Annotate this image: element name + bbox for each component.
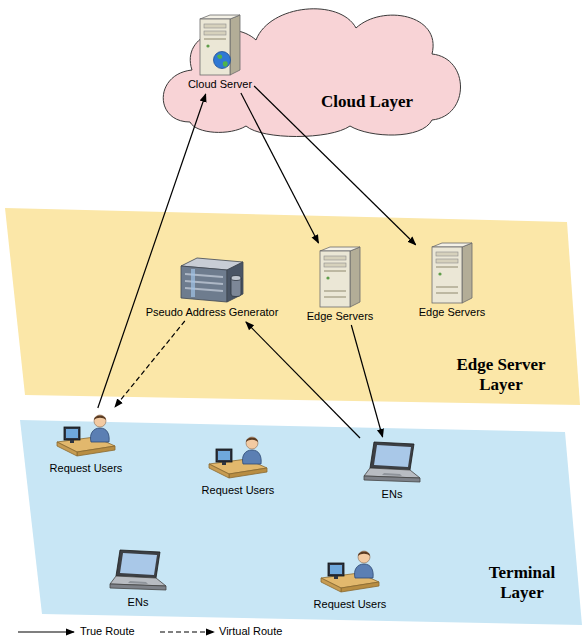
- edge-server-icon: [430, 242, 474, 304]
- layer-label: Cloud Layer: [312, 92, 422, 112]
- edge-node-icon: [362, 440, 422, 486]
- node-label: ENs: [128, 596, 149, 609]
- user-desk-icon: [55, 410, 117, 460]
- node-label: Request Users: [202, 484, 275, 497]
- request-user: Request Users: [202, 432, 275, 497]
- legend-dashed-arrow: [160, 631, 214, 632]
- edge-node: ENs: [362, 440, 422, 501]
- node-label: Request Users: [50, 462, 123, 475]
- edge-server-icon: [318, 246, 362, 308]
- cloud-server-icon: [198, 14, 242, 76]
- laptop-icon: [108, 548, 168, 594]
- edge-server-icon: [430, 242, 474, 304]
- node-label: Cloud Server: [188, 78, 252, 91]
- cloud-layer-shape: [150, 0, 470, 140]
- layer-label: Terminal Layer: [470, 563, 574, 603]
- laptop-icon: [362, 440, 422, 486]
- layer-label: Edge Server Layer: [440, 355, 562, 395]
- node-label: Request Users: [314, 598, 387, 611]
- rack-server-icon: [177, 256, 247, 304]
- node-label: Pseudo Address Generator: [146, 306, 279, 319]
- pseudo-address-generator: Pseudo Address Generator: [146, 256, 279, 319]
- cloud-layer: Cloud Layer Cloud Server: [150, 0, 470, 140]
- edge-node-icon: [108, 548, 168, 594]
- edge-server: Edge Servers: [419, 242, 486, 319]
- request-user: Request Users: [50, 410, 123, 475]
- request-user-icon: [319, 546, 381, 596]
- node-label: Edge Servers: [307, 310, 374, 323]
- request-user-icon: [55, 410, 117, 460]
- edge-server-icon: [318, 246, 362, 308]
- request-user-icon: [207, 432, 269, 482]
- edge-server: Edge Servers: [307, 246, 374, 323]
- user-desk-icon: [319, 546, 381, 596]
- edge-node: ENs: [108, 548, 168, 609]
- cloud-server-icon: [198, 14, 242, 76]
- legend-solid-arrow: [18, 631, 74, 632]
- edge-server-layer: Edge Server Layer Pseudo Address Generato…: [0, 205, 582, 405]
- terminal-layer: Terminal LayerRequest UsersRequest Users…: [0, 418, 582, 625]
- legend-text: True Route: [80, 625, 135, 638]
- pseudo-address-generator-icon: [177, 256, 247, 304]
- cloud-server: Cloud Server: [188, 14, 252, 91]
- node-label: Edge Servers: [419, 306, 486, 319]
- user-desk-icon: [207, 432, 269, 482]
- node-label: ENs: [382, 488, 403, 501]
- legend-text: Virtual Route: [219, 625, 282, 638]
- request-user: Request Users: [314, 546, 387, 611]
